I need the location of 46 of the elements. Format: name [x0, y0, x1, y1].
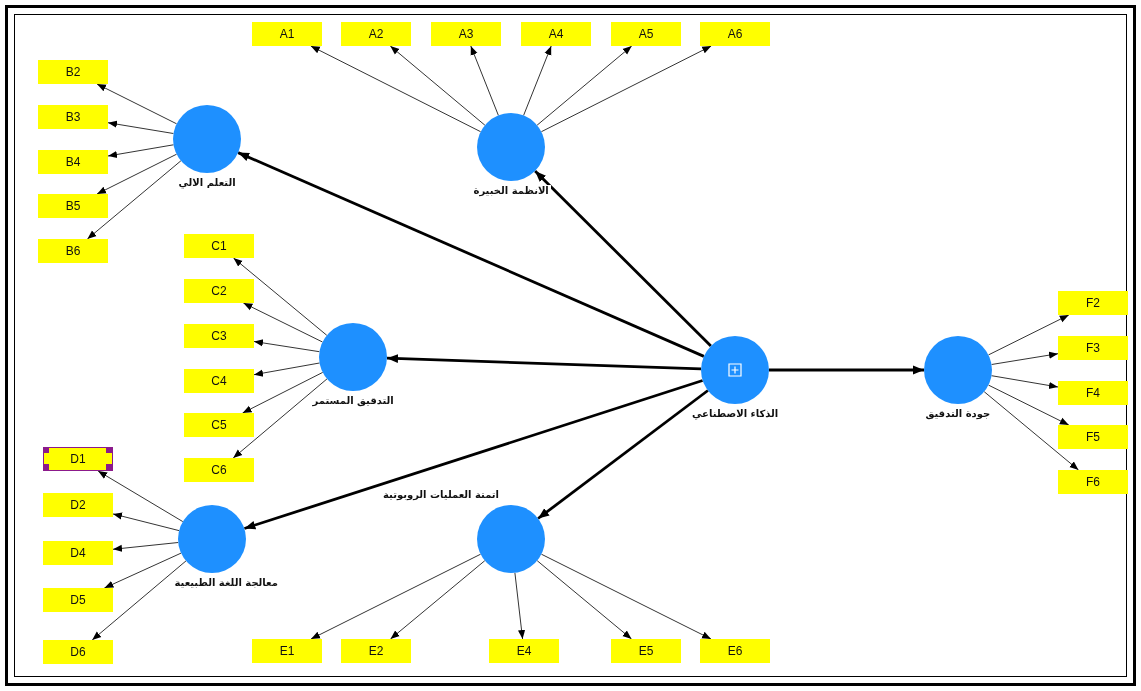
indicator-box: E6 — [700, 639, 770, 663]
indicator-box: D6 — [43, 640, 113, 664]
construct-label: الذكاء الاصطناعي — [690, 408, 781, 420]
arrow — [243, 379, 704, 530]
construct-label: التدقيق المستمر — [310, 395, 396, 407]
indicator-box: B3 — [38, 105, 108, 129]
construct-label: الانظمة الخبيرة — [471, 185, 551, 197]
construct-label: معالجة اللغة الطبيعية — [172, 577, 280, 589]
indicator-box: A6 — [700, 22, 770, 46]
arrow — [386, 354, 702, 371]
indicator-box: E2 — [341, 639, 411, 663]
indicator-box: D5 — [43, 588, 113, 612]
indicator-box: B5 — [38, 194, 108, 218]
indicator-box: C6 — [184, 458, 254, 482]
indicator-box: F5 — [1058, 425, 1128, 449]
indicator-box: F4 — [1058, 381, 1128, 405]
indicator-box: C4 — [184, 369, 254, 393]
arrow — [237, 151, 705, 358]
indicator-box: B2 — [38, 60, 108, 84]
arrow — [769, 365, 924, 375]
indicator-box: D4 — [43, 541, 113, 565]
indicator-box: A4 — [521, 22, 591, 46]
indicator-box: A1 — [252, 22, 322, 46]
indicator-box: F3 — [1058, 336, 1128, 360]
construct-label: جودة التدقيق — [923, 408, 993, 420]
indicator-box: E4 — [489, 639, 559, 663]
selected-indicator-box: D1 — [43, 447, 113, 471]
indicator-box: C1 — [184, 234, 254, 258]
indicator-box: A3 — [431, 22, 501, 46]
indicator-box: B6 — [38, 239, 108, 263]
indicator-box: D2 — [43, 493, 113, 517]
indicator-box: B4 — [38, 150, 108, 174]
construct-label: التعلم الالي — [176, 177, 238, 189]
indicator-box: A2 — [341, 22, 411, 46]
construct-label: اتمتة العمليات الروبوتية — [381, 489, 502, 501]
indicator-box: C5 — [184, 413, 254, 437]
indicator-box: E1 — [252, 639, 322, 663]
indicator-box: C2 — [184, 279, 254, 303]
arrow — [537, 389, 709, 520]
indicator-box: F6 — [1058, 470, 1128, 494]
indicator-box: F2 — [1058, 291, 1128, 315]
indicator-box: C3 — [184, 324, 254, 348]
construct-circle — [477, 113, 545, 181]
arrow — [534, 170, 712, 347]
indicator-box: A5 — [611, 22, 681, 46]
indicator-box: E5 — [611, 639, 681, 663]
